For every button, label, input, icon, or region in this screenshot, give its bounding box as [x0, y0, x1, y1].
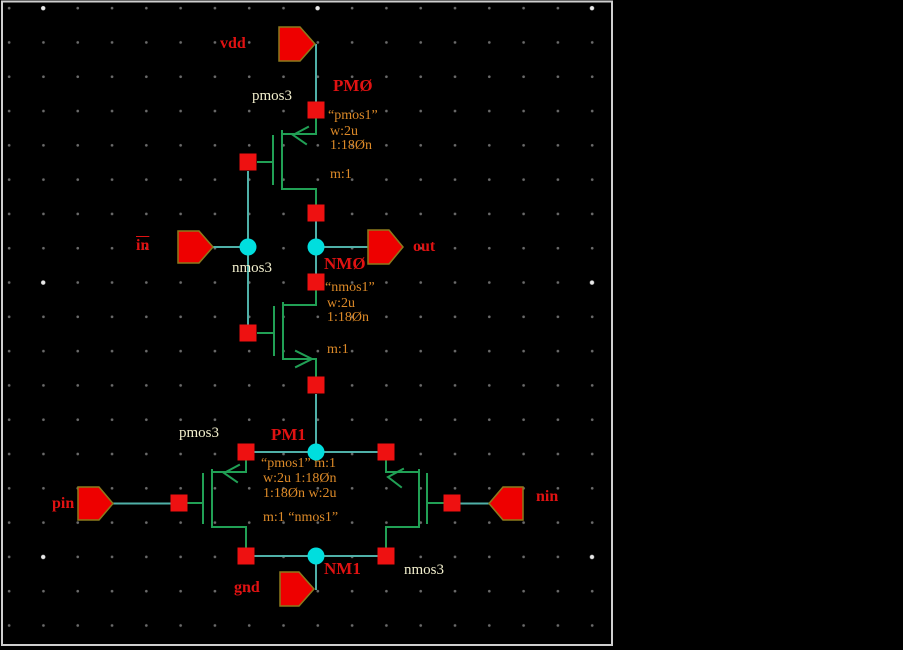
nmos-arrow-icon	[386, 467, 405, 489]
net-label-out: out	[413, 238, 436, 255]
prop-diff-line4: m:1 “nmos1”	[263, 510, 339, 525]
prop-diff-line3: 1:18Øn w:2u	[263, 486, 337, 501]
wires	[113, 44, 489, 590]
prop-nm0-mult: m:1	[327, 342, 349, 357]
terminal-square[interactable]	[377, 443, 395, 461]
terminal-square[interactable]	[307, 376, 325, 394]
terminal-square[interactable]	[170, 494, 188, 512]
terminal-square[interactable]	[307, 101, 325, 119]
pin-gnd[interactable]	[279, 571, 316, 607]
prop-nm0-width: w:2u	[327, 296, 355, 311]
prop-pm0-model: “pmos1”	[328, 108, 378, 123]
prop-nm0-model: “nmos1”	[325, 280, 375, 295]
cell-label-pmos3-top: pmos3	[252, 88, 293, 104]
cell-label-nmos3-bot: nmos3	[404, 562, 445, 578]
pin-pin[interactable]	[77, 486, 114, 521]
junction-dot-out	[307, 238, 325, 256]
pin-vdd[interactable]	[278, 26, 317, 62]
terminal-square[interactable]	[239, 153, 257, 171]
junction-dot-diff-top	[307, 443, 325, 461]
transistor-nm0[interactable]	[239, 273, 325, 394]
junction-dot-in	[239, 238, 257, 256]
nmos-arrow-icon	[294, 349, 315, 369]
terminal-square[interactable]	[239, 324, 257, 342]
prop-pm0-width: w:2u	[330, 124, 358, 139]
pin-out[interactable]	[367, 229, 404, 265]
net-label-gnd: gnd	[234, 579, 260, 596]
pin-nin[interactable]	[488, 486, 524, 521]
instance-name-pm0: PMØ	[333, 76, 373, 95]
schematic-canvas[interactable]: vdd PMØ pmos3 “pmos1” w:2u 1:18Øn m:1 in…	[0, 0, 614, 647]
transistor-pm1[interactable]	[170, 443, 255, 565]
grid-major-dots	[3, 3, 611, 644]
terminal-square[interactable]	[307, 204, 325, 222]
cell-label-nmos3-mid: nmos3	[232, 260, 273, 276]
prop-diff-line1: “pmos1” m:1	[261, 456, 337, 471]
instance-name-pm1: PM1	[271, 425, 306, 444]
prop-diff-line2: w:2u 1:18Øn	[263, 471, 337, 486]
net-label-nin: nin	[536, 488, 559, 505]
prop-pm0-length: 1:18Øn	[330, 138, 372, 153]
cell-label-pmos3-bot: pmos3	[179, 425, 220, 441]
pmos-arrow-icon	[222, 463, 241, 484]
instance-name-nm1: NM1	[324, 559, 361, 578]
prop-pm0-mult: m:1	[330, 167, 352, 182]
transistor-nm1[interactable]	[377, 443, 461, 565]
junction-dot-diff-bottom	[307, 547, 325, 565]
instance-name-nm0: NMØ	[324, 254, 366, 273]
net-label-pin: pin	[52, 495, 75, 512]
terminal-square[interactable]	[377, 547, 395, 565]
canvas-border	[1, 0, 613, 646]
net-label-in: in	[136, 237, 150, 254]
prop-nm0-length: 1:18Øn	[327, 310, 369, 325]
net-label-vdd: vdd	[220, 35, 246, 52]
pin-in[interactable]	[177, 230, 214, 264]
terminal-square[interactable]	[237, 547, 255, 565]
transistor-pm0[interactable]	[239, 101, 325, 222]
terminal-square[interactable]	[237, 443, 255, 461]
terminal-square[interactable]	[307, 273, 325, 291]
pmos-arrow-icon	[291, 125, 310, 146]
terminal-square[interactable]	[443, 494, 461, 512]
